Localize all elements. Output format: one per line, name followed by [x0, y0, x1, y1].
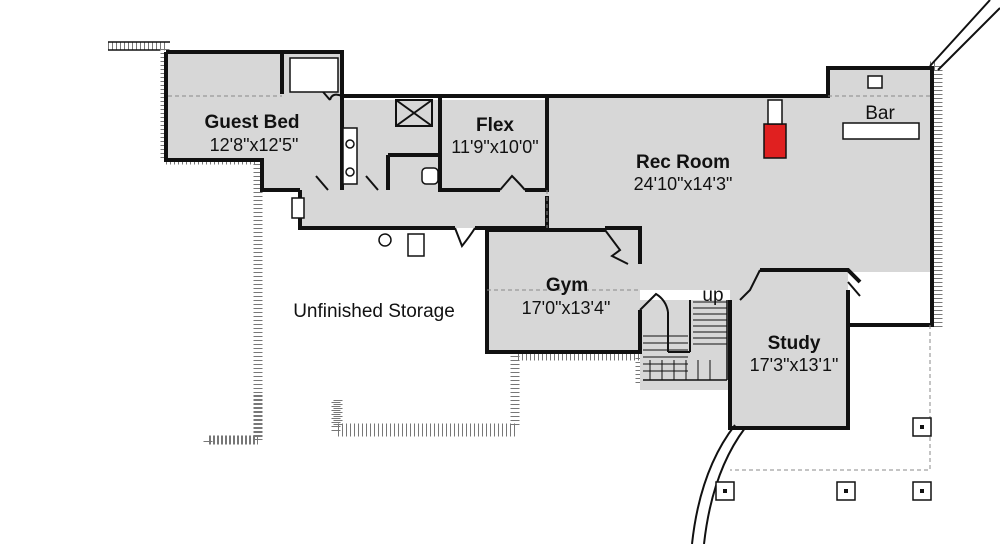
exterior-features: [691, 0, 1000, 544]
toilet-icon: [421, 167, 439, 185]
sink-icon: [345, 139, 355, 149]
foundation-outline: [108, 41, 943, 445]
gym-dims: 17'0"x13'4": [522, 298, 611, 318]
stairs: [643, 300, 728, 381]
bath-floor: [342, 100, 440, 190]
bar-sink-icon: [867, 75, 883, 89]
hall-floor: [300, 190, 547, 228]
wall-niche: [291, 197, 305, 219]
guest-bed-name: Guest Bed: [204, 112, 299, 133]
gym-floor: [487, 230, 640, 350]
study-dims: 17'3"x13'1": [750, 355, 839, 375]
bar-name: Bar: [865, 103, 895, 124]
study-floor: [730, 290, 848, 428]
stair-up-label: up: [702, 285, 723, 306]
study-name: Study: [768, 333, 821, 354]
unfinished-storage-name: Unfinished Storage: [293, 301, 455, 322]
guest-bed-dims: 12'8"x12'5": [210, 135, 299, 155]
rec-room-name: Rec Room: [636, 152, 730, 173]
door-swings: [315, 85, 861, 313]
water-heater-icon: [378, 233, 392, 247]
dashed-lines: [168, 95, 931, 471]
rec-room-dims: 24'10"x14'3": [634, 174, 733, 194]
fixtures: [289, 57, 920, 257]
gym-name: Gym: [546, 275, 588, 296]
flex-floor: [440, 100, 547, 190]
flex-dims: 11'9"x10'0": [451, 137, 538, 157]
room-labels: Guest Bed 12'8"x12'5" Flex 11'9"x10'0" R…: [204, 103, 895, 375]
closet-shelf: [289, 57, 339, 93]
flex-name: Flex: [476, 115, 514, 136]
bar-counter: [842, 122, 920, 140]
chimney: [767, 99, 783, 125]
sink-icon: [345, 167, 355, 177]
rec-room-floor: [547, 70, 930, 325]
fireplace-icon: [763, 123, 787, 159]
furnace-icon: [407, 233, 425, 257]
